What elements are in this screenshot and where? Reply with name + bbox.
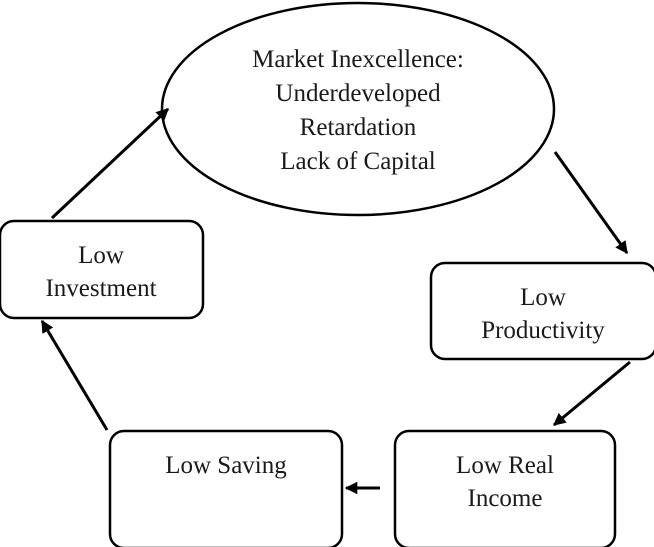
low-productivity-line-2: Productivity — [481, 317, 605, 344]
low-productivity-node: Low Productivity — [429, 261, 654, 361]
low-saving-box — [108, 429, 344, 547]
market-inexcellence-line-4: Lack of Capital — [280, 148, 436, 175]
market-inexcellence-line-2: Underdeveloped — [275, 80, 441, 107]
market-inexcellence-line-1: Market Inexcellence: — [252, 46, 464, 73]
low-investment-line-2: Investment — [45, 275, 156, 302]
low-saving-line-1: Low Saving — [165, 452, 287, 479]
low-real-income-node: Low Real Income — [393, 429, 617, 547]
arrow-productivity-to-income — [553, 360, 631, 427]
low-investment-line-1: Low — [78, 242, 124, 269]
market-inexcellence-ellipse — [160, 1, 556, 217]
low-productivity-box — [429, 261, 654, 361]
market-inexcellence-line-3: Retardation — [300, 114, 417, 141]
low-saving-node: Low Saving — [108, 429, 344, 547]
low-real-income-line-2: Income — [468, 485, 543, 512]
low-real-income-box — [393, 429, 617, 547]
arrow-saving-to-investment — [40, 319, 109, 431]
arrow-market-to-productivity — [553, 151, 629, 255]
market-inexcellence-node: Market Inexcellence: Underdeveloped Reta… — [160, 1, 556, 217]
low-real-income-line-1: Low Real — [456, 452, 554, 479]
arrow-investment-to-market — [50, 107, 170, 220]
low-productivity-line-1: Low — [520, 284, 566, 311]
low-investment-box — [0, 219, 205, 320]
low-investment-node: Low Investment — [0, 219, 205, 320]
